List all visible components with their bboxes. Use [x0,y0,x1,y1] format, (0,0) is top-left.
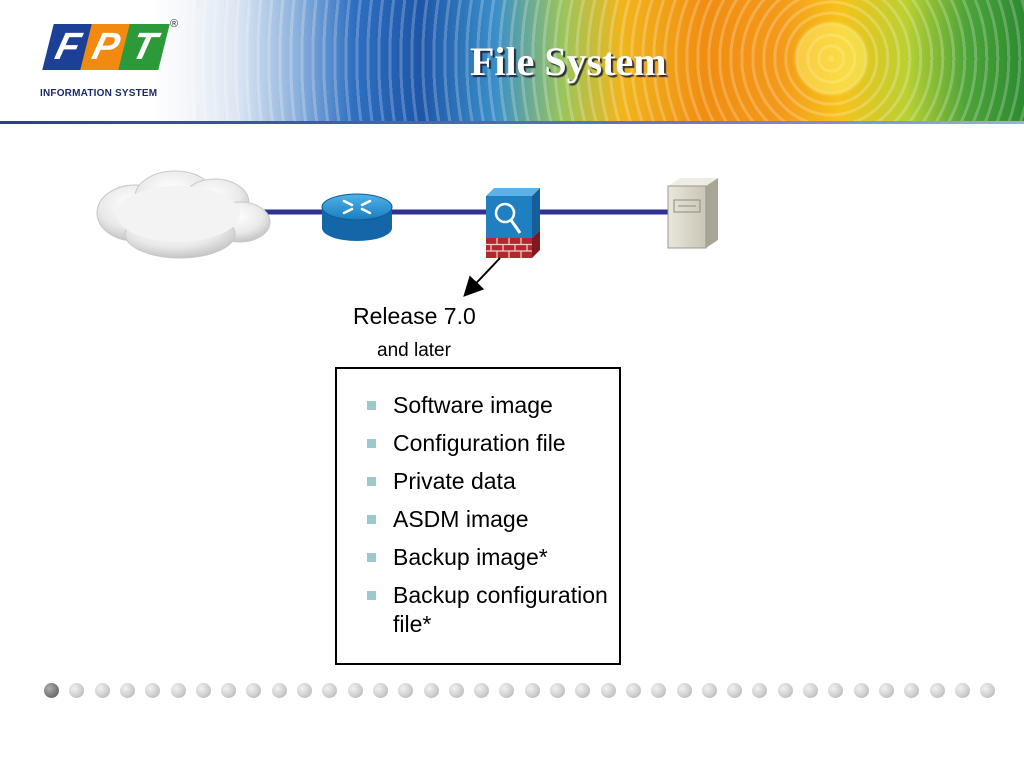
progress-dot [854,683,869,698]
list-item-label: ASDM image [393,506,529,532]
progress-dot [930,683,945,698]
slide-progress-dots [44,683,995,699]
bullet-icon [367,401,376,410]
progress-dot [803,683,818,698]
progress-dot [879,683,894,698]
list-item-label: Configuration file [393,430,566,456]
list-item-label: Backup configuration file* [393,582,608,637]
progress-dot [348,683,363,698]
progress-dot [120,683,135,698]
header-divider [0,121,1024,124]
list-item: Configuration file [367,429,617,458]
logo-subtitle: INFORMATION SYSTEM [40,88,158,99]
progress-dot [272,683,287,698]
firewall-appliance-icon [486,188,540,258]
list-item-label: Private data [393,468,516,494]
progress-dot [297,683,312,698]
bullet-icon [367,515,376,524]
progress-dot [677,683,692,698]
cloud-icon [96,170,271,259]
registered-mark: ® [170,18,179,30]
progress-dot [398,683,413,698]
list-item: Private data [367,467,617,496]
progress-dot [702,683,717,698]
progress-dot [980,683,995,698]
progress-dot [44,683,59,698]
progress-dot [955,683,970,698]
bullet-icon [367,439,376,448]
page-title: File System [470,39,667,84]
list-item-label: Backup image* [393,544,548,570]
list-item: Software image [367,391,617,420]
progress-dot [246,683,261,698]
feature-list: Software image Configuration file Privat… [367,391,617,648]
progress-dot [474,683,489,698]
progress-dot [499,683,514,698]
feature-box: Software image Configuration file Privat… [335,367,621,665]
server-icon [667,178,718,249]
list-item: ASDM image [367,505,617,534]
progress-dot [727,683,742,698]
list-item: Backup image* [367,543,617,572]
progress-dot [778,683,793,698]
release-sublabel: and later [377,340,451,361]
progress-dot [525,683,540,698]
progress-dot [575,683,590,698]
progress-dot [221,683,236,698]
progress-dot [828,683,843,698]
progress-dot [752,683,767,698]
banner-background [186,0,1024,122]
company-logo: F P T ® INFORMATION SYSTEM [38,18,188,104]
header-banner: F P T ® INFORMATION SYSTEM File System [0,0,1024,124]
bullet-icon [367,591,376,600]
progress-dot [601,683,616,698]
progress-dot [69,683,84,698]
progress-dot [424,683,439,698]
bullet-icon [367,553,376,562]
progress-dot [145,683,160,698]
release-label: Release 7.0 [353,303,476,329]
progress-dot [651,683,666,698]
progress-dot [373,683,388,698]
bullet-icon [367,477,376,486]
progress-dot [626,683,641,698]
progress-dot [95,683,110,698]
progress-dot [550,683,565,698]
router-icon [321,193,393,241]
pointer-arrow [463,257,501,297]
list-item-label: Software image [393,392,553,418]
list-item: Backup configuration file* [367,581,617,639]
progress-dot [322,683,337,698]
progress-dot [449,683,464,698]
progress-dot [904,683,919,698]
progress-dot [196,683,211,698]
progress-dot [171,683,186,698]
